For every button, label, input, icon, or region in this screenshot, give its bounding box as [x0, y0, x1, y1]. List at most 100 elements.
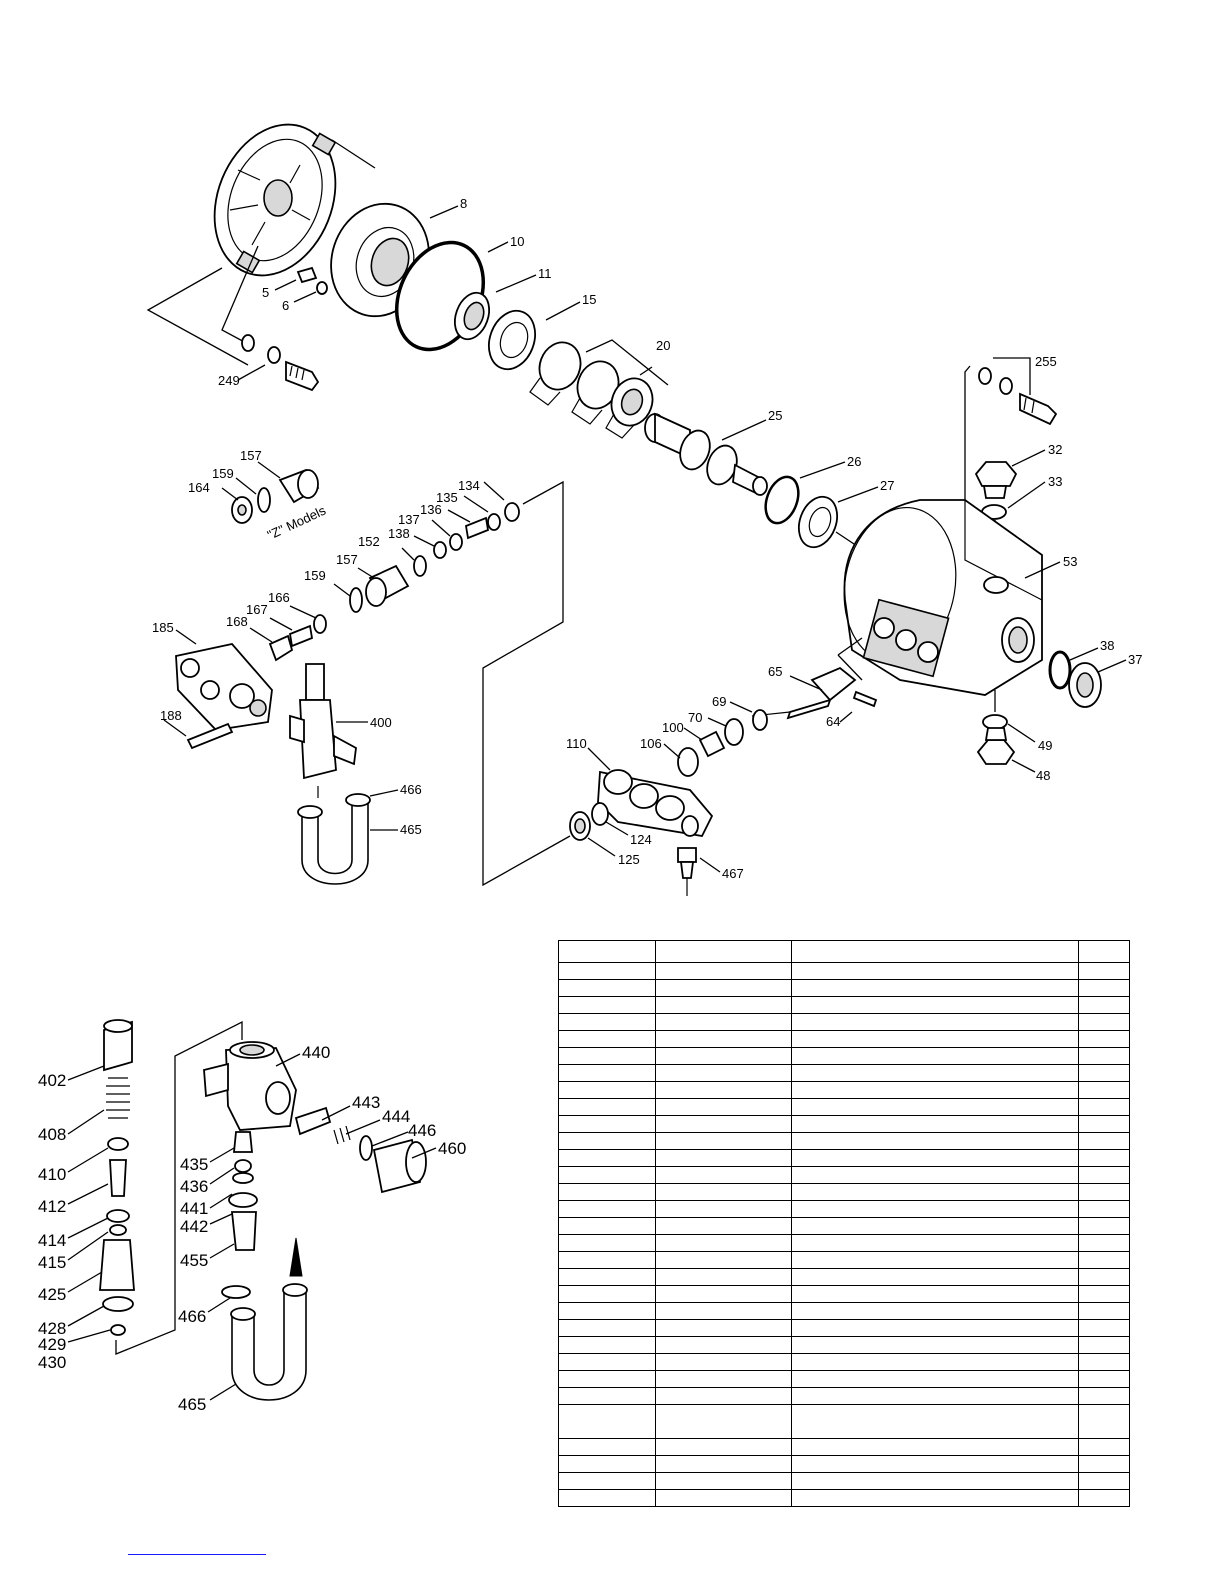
callout-53: 53: [1063, 554, 1077, 569]
table-cell: [655, 1234, 792, 1252]
table-row: [558, 1455, 1130, 1473]
callout-69: 69: [712, 694, 726, 709]
callout-415: 415: [38, 1253, 66, 1272]
callout-138: 138: [388, 526, 410, 541]
table-row: [558, 1183, 1130, 1201]
table-cell: [655, 1217, 792, 1235]
table-cell: [791, 1183, 1079, 1201]
table-cell: [1078, 1319, 1130, 1337]
table-cell: [558, 1081, 656, 1099]
callout-465b: 465: [178, 1395, 206, 1414]
callout-465a: 465: [400, 822, 422, 837]
callout-425: 425: [38, 1285, 66, 1304]
callout-152: 152: [358, 534, 380, 549]
table-cell: [558, 979, 656, 997]
table-cell: [791, 1251, 1079, 1269]
table-cell: [655, 1353, 792, 1371]
callout-435: 435: [180, 1155, 208, 1174]
callout-466a: 466: [400, 782, 422, 797]
table-cell: [791, 1353, 1079, 1371]
table-cell: [791, 1404, 1079, 1439]
table-cell: [558, 1438, 656, 1456]
table-cell: [1078, 1353, 1130, 1371]
table-row: [558, 1336, 1130, 1354]
table-cell: [558, 940, 656, 963]
table-row: [558, 1200, 1130, 1218]
table-cell: [558, 1030, 656, 1048]
table-cell: [1078, 1166, 1130, 1184]
table-cell: [655, 1319, 792, 1337]
table-cell: [558, 1183, 656, 1201]
table-cell: [791, 1166, 1079, 1184]
table-cell: [1078, 1013, 1130, 1031]
callout-467: 467: [722, 866, 744, 881]
table-cell: [791, 1081, 1079, 1099]
table-cell: [791, 1455, 1079, 1473]
table-cell: [791, 1064, 1079, 1082]
callout-166: 166: [268, 590, 290, 605]
table-row: [558, 1251, 1130, 1269]
callout-134: 134: [458, 478, 480, 493]
table-cell: [655, 1030, 792, 1048]
unloader-detail: [99, 1019, 135, 1336]
callout-442: 442: [180, 1217, 208, 1236]
callout-255: 255: [1035, 354, 1057, 369]
table-row: [558, 1438, 1130, 1456]
table-cell: [558, 1455, 656, 1473]
table-cell: [558, 1047, 656, 1065]
callout-444: 444: [382, 1107, 410, 1126]
table-cell: [558, 1268, 656, 1286]
manifold-110: [597, 769, 714, 837]
table-cell: [655, 1047, 792, 1065]
table-cell: [558, 1132, 656, 1150]
table-cell: [655, 1404, 792, 1439]
table-cell: [1078, 1370, 1130, 1388]
table-cell: [655, 1268, 792, 1286]
callout-168: 168: [226, 614, 248, 629]
table-cell: [1078, 1217, 1130, 1235]
table-cell: [1078, 1234, 1130, 1252]
callout-64: 64: [826, 714, 840, 729]
callout-249: 249: [218, 373, 240, 388]
table-cell: [1078, 996, 1130, 1014]
callout-446: 446: [408, 1121, 436, 1140]
table-cell: [791, 1438, 1079, 1456]
callout-414: 414: [38, 1231, 66, 1250]
callout-33: 33: [1048, 474, 1062, 489]
table-row: [558, 1149, 1130, 1167]
table-cell: [791, 1132, 1079, 1150]
callout-125: 125: [618, 852, 640, 867]
callout-136: 136: [420, 502, 442, 517]
table-cell: [558, 1302, 656, 1320]
table-row: [558, 1098, 1130, 1116]
table-cell: [1078, 940, 1130, 963]
footer-link-underline[interactable]: [128, 1554, 266, 1555]
callout-455: 455: [180, 1251, 208, 1270]
table-cell: [791, 996, 1079, 1014]
callout-25: 25: [768, 408, 782, 423]
table-cell: [791, 1217, 1079, 1235]
table-cell: [1078, 1455, 1130, 1473]
table-row: [558, 1472, 1130, 1490]
callout-48: 48: [1036, 768, 1050, 783]
table-cell: [558, 1013, 656, 1031]
z-models-label: "Z" Models: [265, 502, 329, 542]
callout-167: 167: [246, 602, 268, 617]
table-cell: [655, 1115, 792, 1133]
table-cell: [558, 1149, 656, 1167]
table-cell: [655, 979, 792, 997]
table-row: [558, 1132, 1130, 1150]
table-cell: [1078, 962, 1130, 980]
callout-157a: 157: [240, 448, 262, 463]
callout-15: 15: [582, 292, 596, 307]
callout-185: 185: [152, 620, 174, 635]
table-row: [558, 1387, 1130, 1405]
table-cell: [558, 962, 656, 980]
callout-37: 37: [1128, 652, 1142, 667]
table-cell: [1078, 1132, 1130, 1150]
table-cell: [791, 1098, 1079, 1116]
table-cell: [791, 1200, 1079, 1218]
table-cell: [655, 1370, 792, 1388]
parts-table: [558, 940, 1130, 1507]
table-row: [558, 1081, 1130, 1099]
